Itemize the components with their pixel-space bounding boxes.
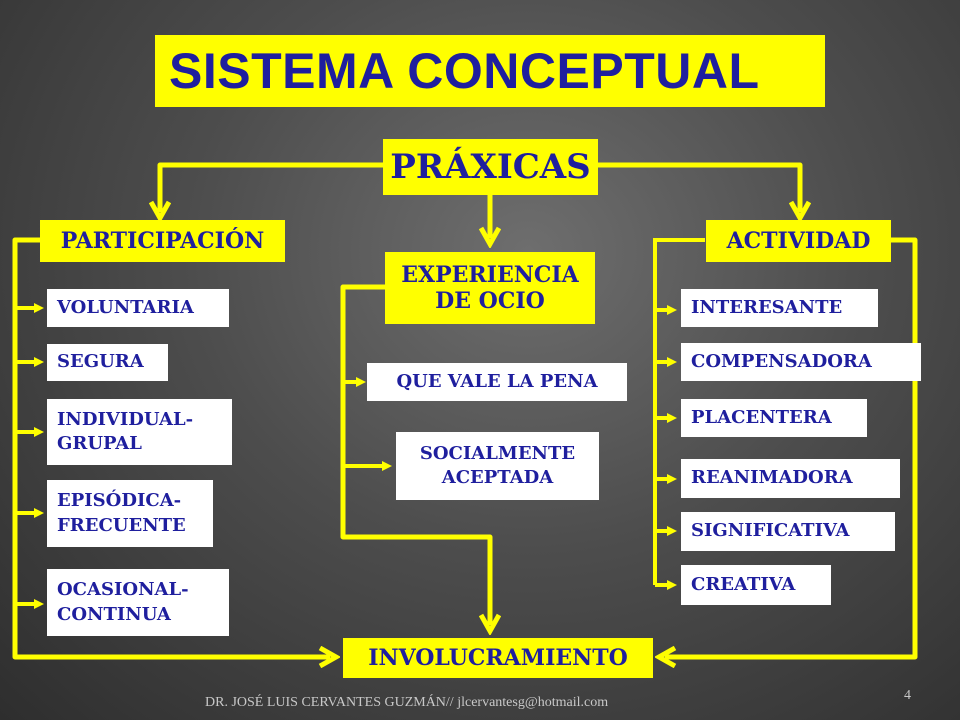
arrow-to-participacion bbox=[160, 162, 385, 212]
experiencia-item: QUE VALE LA PENA bbox=[367, 363, 627, 401]
participacion-item: VOLUNTARIA bbox=[47, 289, 229, 327]
right-inner-bracket bbox=[653, 238, 705, 585]
page-number: 4 bbox=[904, 688, 911, 703]
involucramiento-node: INVOLUCRAMIENTO bbox=[343, 638, 653, 678]
participacion-node: PARTICIPACIÓN bbox=[40, 220, 285, 262]
arrow-to-actividad bbox=[598, 162, 800, 212]
page-title: SISTEMA CONCEPTUAL bbox=[155, 35, 825, 107]
participacion-item: SEGURA bbox=[47, 344, 168, 381]
participacion-item: OCASIONAL- CONTINUA bbox=[47, 569, 229, 636]
participacion-item: INDIVIDUAL- GRUPAL bbox=[47, 399, 232, 465]
experiencia-item: SOCIALMENTE ACEPTADA bbox=[396, 432, 599, 500]
participacion-item: EPISÓDICA- FRECUENTE bbox=[47, 480, 213, 547]
actividad-node: ACTIVIDAD bbox=[706, 220, 891, 262]
root-node: PRÁXICAS bbox=[383, 139, 598, 195]
actividad-item: CREATIVA bbox=[681, 565, 831, 605]
center-bracket bbox=[340, 284, 490, 625]
actividad-item: REANIMADORA bbox=[681, 459, 900, 498]
right-bracket bbox=[665, 237, 918, 657]
actividad-item: INTERESANTE bbox=[681, 289, 878, 327]
experiencia-node: EXPERIENCIA DE OCIO bbox=[385, 252, 595, 324]
left-bracket bbox=[12, 237, 330, 657]
actividad-item: COMPENSADORA bbox=[681, 343, 921, 381]
actividad-item: PLACENTERA bbox=[681, 399, 867, 437]
footer-credit: DR. JOSÉ LUIS CERVANTES GUZMÁN// jlcerva… bbox=[205, 695, 609, 710]
actividad-item: SIGNIFICATIVA bbox=[681, 512, 895, 551]
